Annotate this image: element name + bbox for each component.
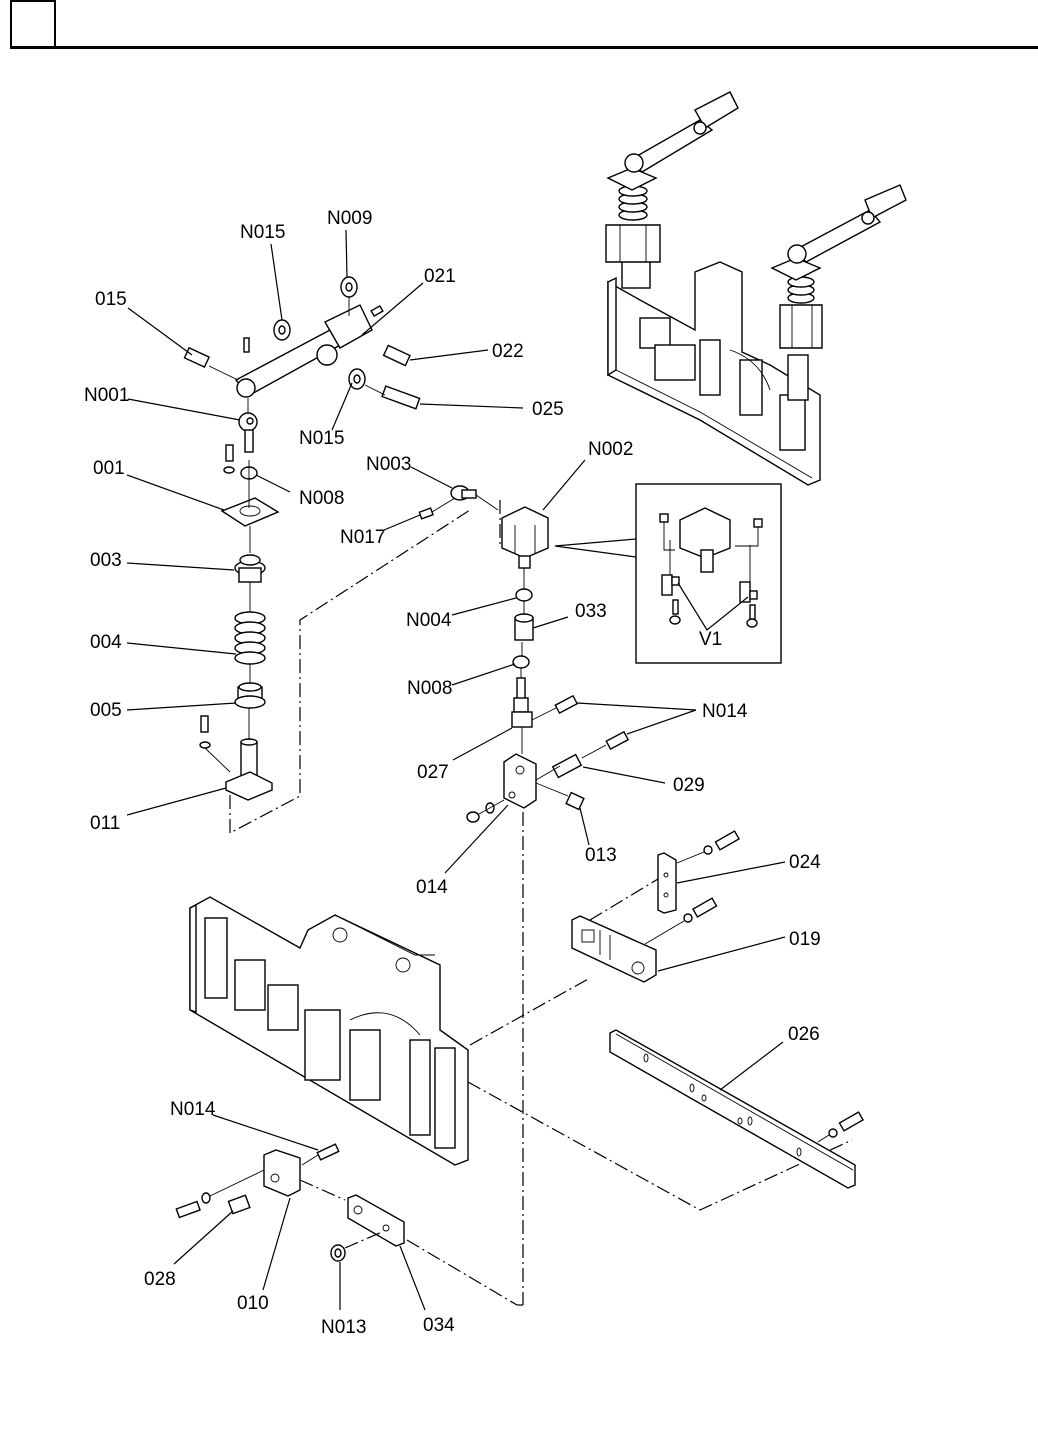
right-side-parts (572, 831, 863, 1188)
label-019: 019 (789, 929, 821, 950)
label-N001: N001 (84, 385, 129, 406)
label-N004: N004 (406, 610, 452, 631)
label-028: 028 (144, 1269, 176, 1290)
label-014: 014 (416, 877, 448, 898)
detail-view-v1 (555, 484, 781, 663)
label-024: 024 (789, 852, 821, 873)
label-004: 004 (90, 632, 122, 653)
label-021: 021 (424, 266, 456, 287)
label-N009: N009 (327, 208, 372, 229)
assembled-unit-illustration (606, 92, 906, 485)
spring-coils-right (788, 277, 814, 303)
label-N008-top: N008 (299, 488, 344, 509)
label-013: 013 (585, 845, 617, 866)
spring-coils-left (619, 186, 647, 220)
label-N014-bottom: N014 (170, 1099, 216, 1120)
label-015: 015 (95, 289, 127, 310)
label-011: 011 (90, 813, 120, 834)
label-005: 005 (90, 700, 122, 721)
label-N003: N003 (366, 454, 411, 475)
label-029: 029 (673, 775, 705, 796)
label-N014-top: N014 (702, 701, 748, 722)
label-010: 010 (237, 1293, 269, 1314)
label-025: 025 (532, 399, 564, 420)
label-001: 001 (93, 458, 125, 479)
label-034: 034 (423, 1315, 455, 1336)
label-V1: V1 (699, 629, 722, 650)
label-022: 022 (492, 341, 524, 362)
lower-bracket-parts (176, 1144, 517, 1305)
label-N017: N017 (340, 527, 385, 548)
label-033: 033 (575, 601, 607, 622)
spring-004 (235, 612, 265, 664)
label-003: 003 (90, 550, 122, 571)
upper-arm-assembly (184, 277, 470, 833)
label-026: 026 (788, 1024, 820, 1045)
label-N002: N002 (588, 439, 633, 460)
label-N013: N013 (321, 1317, 366, 1338)
label-027: 027 (417, 762, 449, 783)
label-N008-mid: N008 (407, 678, 452, 699)
label-N015-bottom: N015 (299, 428, 344, 449)
label-N015-top: N015 (240, 222, 285, 243)
